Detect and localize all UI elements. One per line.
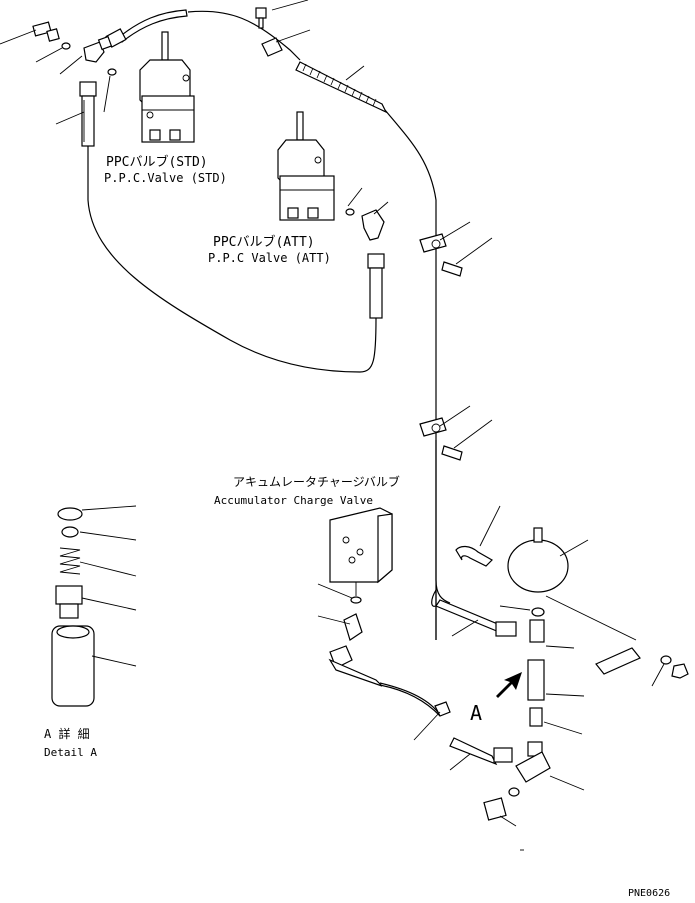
fittings-stack: [483, 607, 551, 821]
ppc-att-label-jp: PPCバルブ(ATT): [213, 234, 315, 250]
drawing-code: PNE0626: [628, 888, 670, 899]
att-hose: [367, 253, 385, 319]
ppc-std-label-jp: PPCバルブ(STD): [106, 154, 208, 170]
detail-label-en: Detail A: [44, 746, 97, 759]
view-arrow: [496, 672, 522, 698]
leader-lines: [0, 0, 665, 851]
accumulator-charge-valve: [328, 507, 393, 687]
clamps: [255, 7, 463, 717]
detail-a-parts: [51, 507, 95, 707]
acc-label-en: Accumulator Charge Valve: [214, 494, 373, 507]
view-marker-label: A: [470, 701, 482, 725]
lower-hose-right: [435, 599, 517, 637]
ppc-valve-att: [277, 111, 385, 241]
lower-hose-left: [449, 737, 513, 766]
protected-hose-top: [295, 61, 388, 114]
ppc-valve-std: [139, 31, 195, 143]
top-left-fittings: [32, 21, 117, 76]
hydraulic-lines: [87, 10, 451, 717]
ppc-std-label-en: P.P.C.Valve (STD): [104, 171, 227, 185]
accumulator: [455, 527, 689, 679]
detail-label-jp: A 詳 細: [44, 726, 90, 741]
ppc-att-label-en: P.P.C Valve (ATT): [208, 251, 331, 265]
acc-label-jp: アキュムレータチャージバルブ: [233, 474, 400, 489]
top-left-hose: [105, 9, 188, 48]
left-hose: [79, 81, 97, 147]
